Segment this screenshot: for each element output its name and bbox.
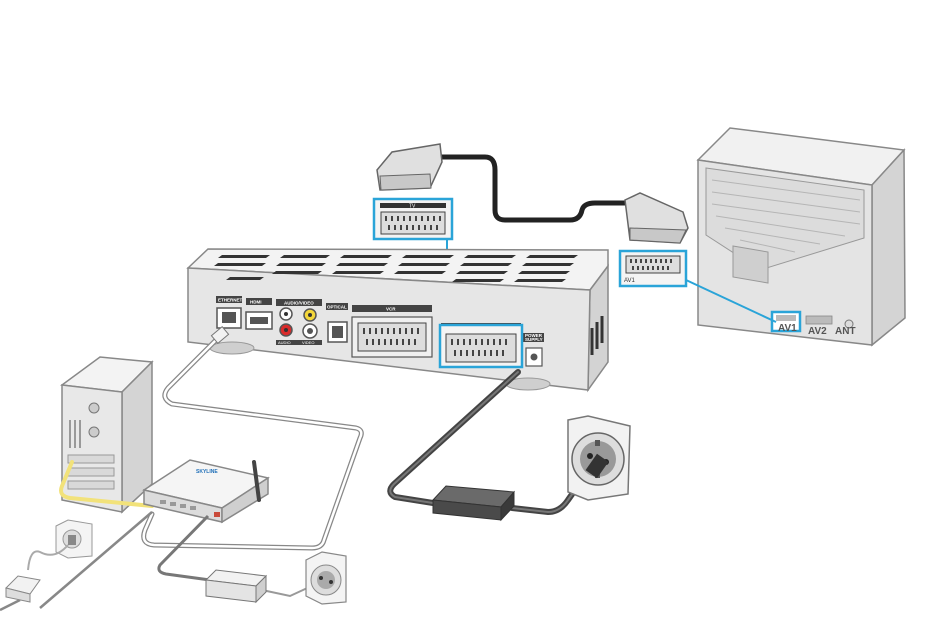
port-label-vcr: VCR — [386, 307, 396, 312]
scart-plug-label: TV — [409, 204, 416, 210]
set-top-box: ETHERNET HDMI AUDIO/VIDEO OPTICAL VCR TV… — [188, 249, 608, 390]
tv-scart-callout: AV1 — [620, 251, 686, 286]
port-label-power-sub: SUPPLY — [525, 337, 543, 342]
router: SKYLINE — [144, 460, 268, 522]
stb-power-cable — [390, 372, 596, 520]
port-label-hdmi: HDMI — [250, 300, 262, 305]
power-adapter-icon — [6, 576, 40, 602]
scart-plug-face-callout: TV — [374, 199, 452, 239]
port-label-audio: AUDIO — [278, 340, 291, 345]
port-label-video: VIDEO — [302, 340, 314, 345]
scart-plug-icon — [625, 193, 688, 243]
router-power — [159, 516, 346, 604]
tv-input-av2: AV2 — [808, 326, 827, 337]
pc-tower — [62, 357, 152, 512]
power-adapter-icon — [433, 486, 514, 520]
power-outlet-icon — [306, 552, 346, 604]
pc-power — [0, 512, 152, 610]
television: AV1 AV2 ANT — [698, 128, 905, 345]
ethernet-cable — [144, 327, 362, 548]
scart-plug-icon — [377, 144, 442, 190]
port-label-ethernet: ETHERNET — [218, 298, 243, 303]
router-brand: SKYLINE — [196, 469, 218, 475]
tv-input-av1: AV1 — [778, 323, 797, 334]
port-label-optical: OPTICAL — [327, 305, 347, 310]
tv-input-ant: ANT — [835, 326, 856, 337]
scart-socket-icon — [626, 256, 680, 273]
scart-socket-icon — [381, 212, 445, 234]
power-adapter-icon — [206, 570, 266, 602]
port-label-audio-video: AUDIO/VIDEO — [284, 301, 314, 306]
power-outlet-icon — [56, 520, 92, 558]
tv-scart-label: AV1 — [624, 278, 636, 284]
